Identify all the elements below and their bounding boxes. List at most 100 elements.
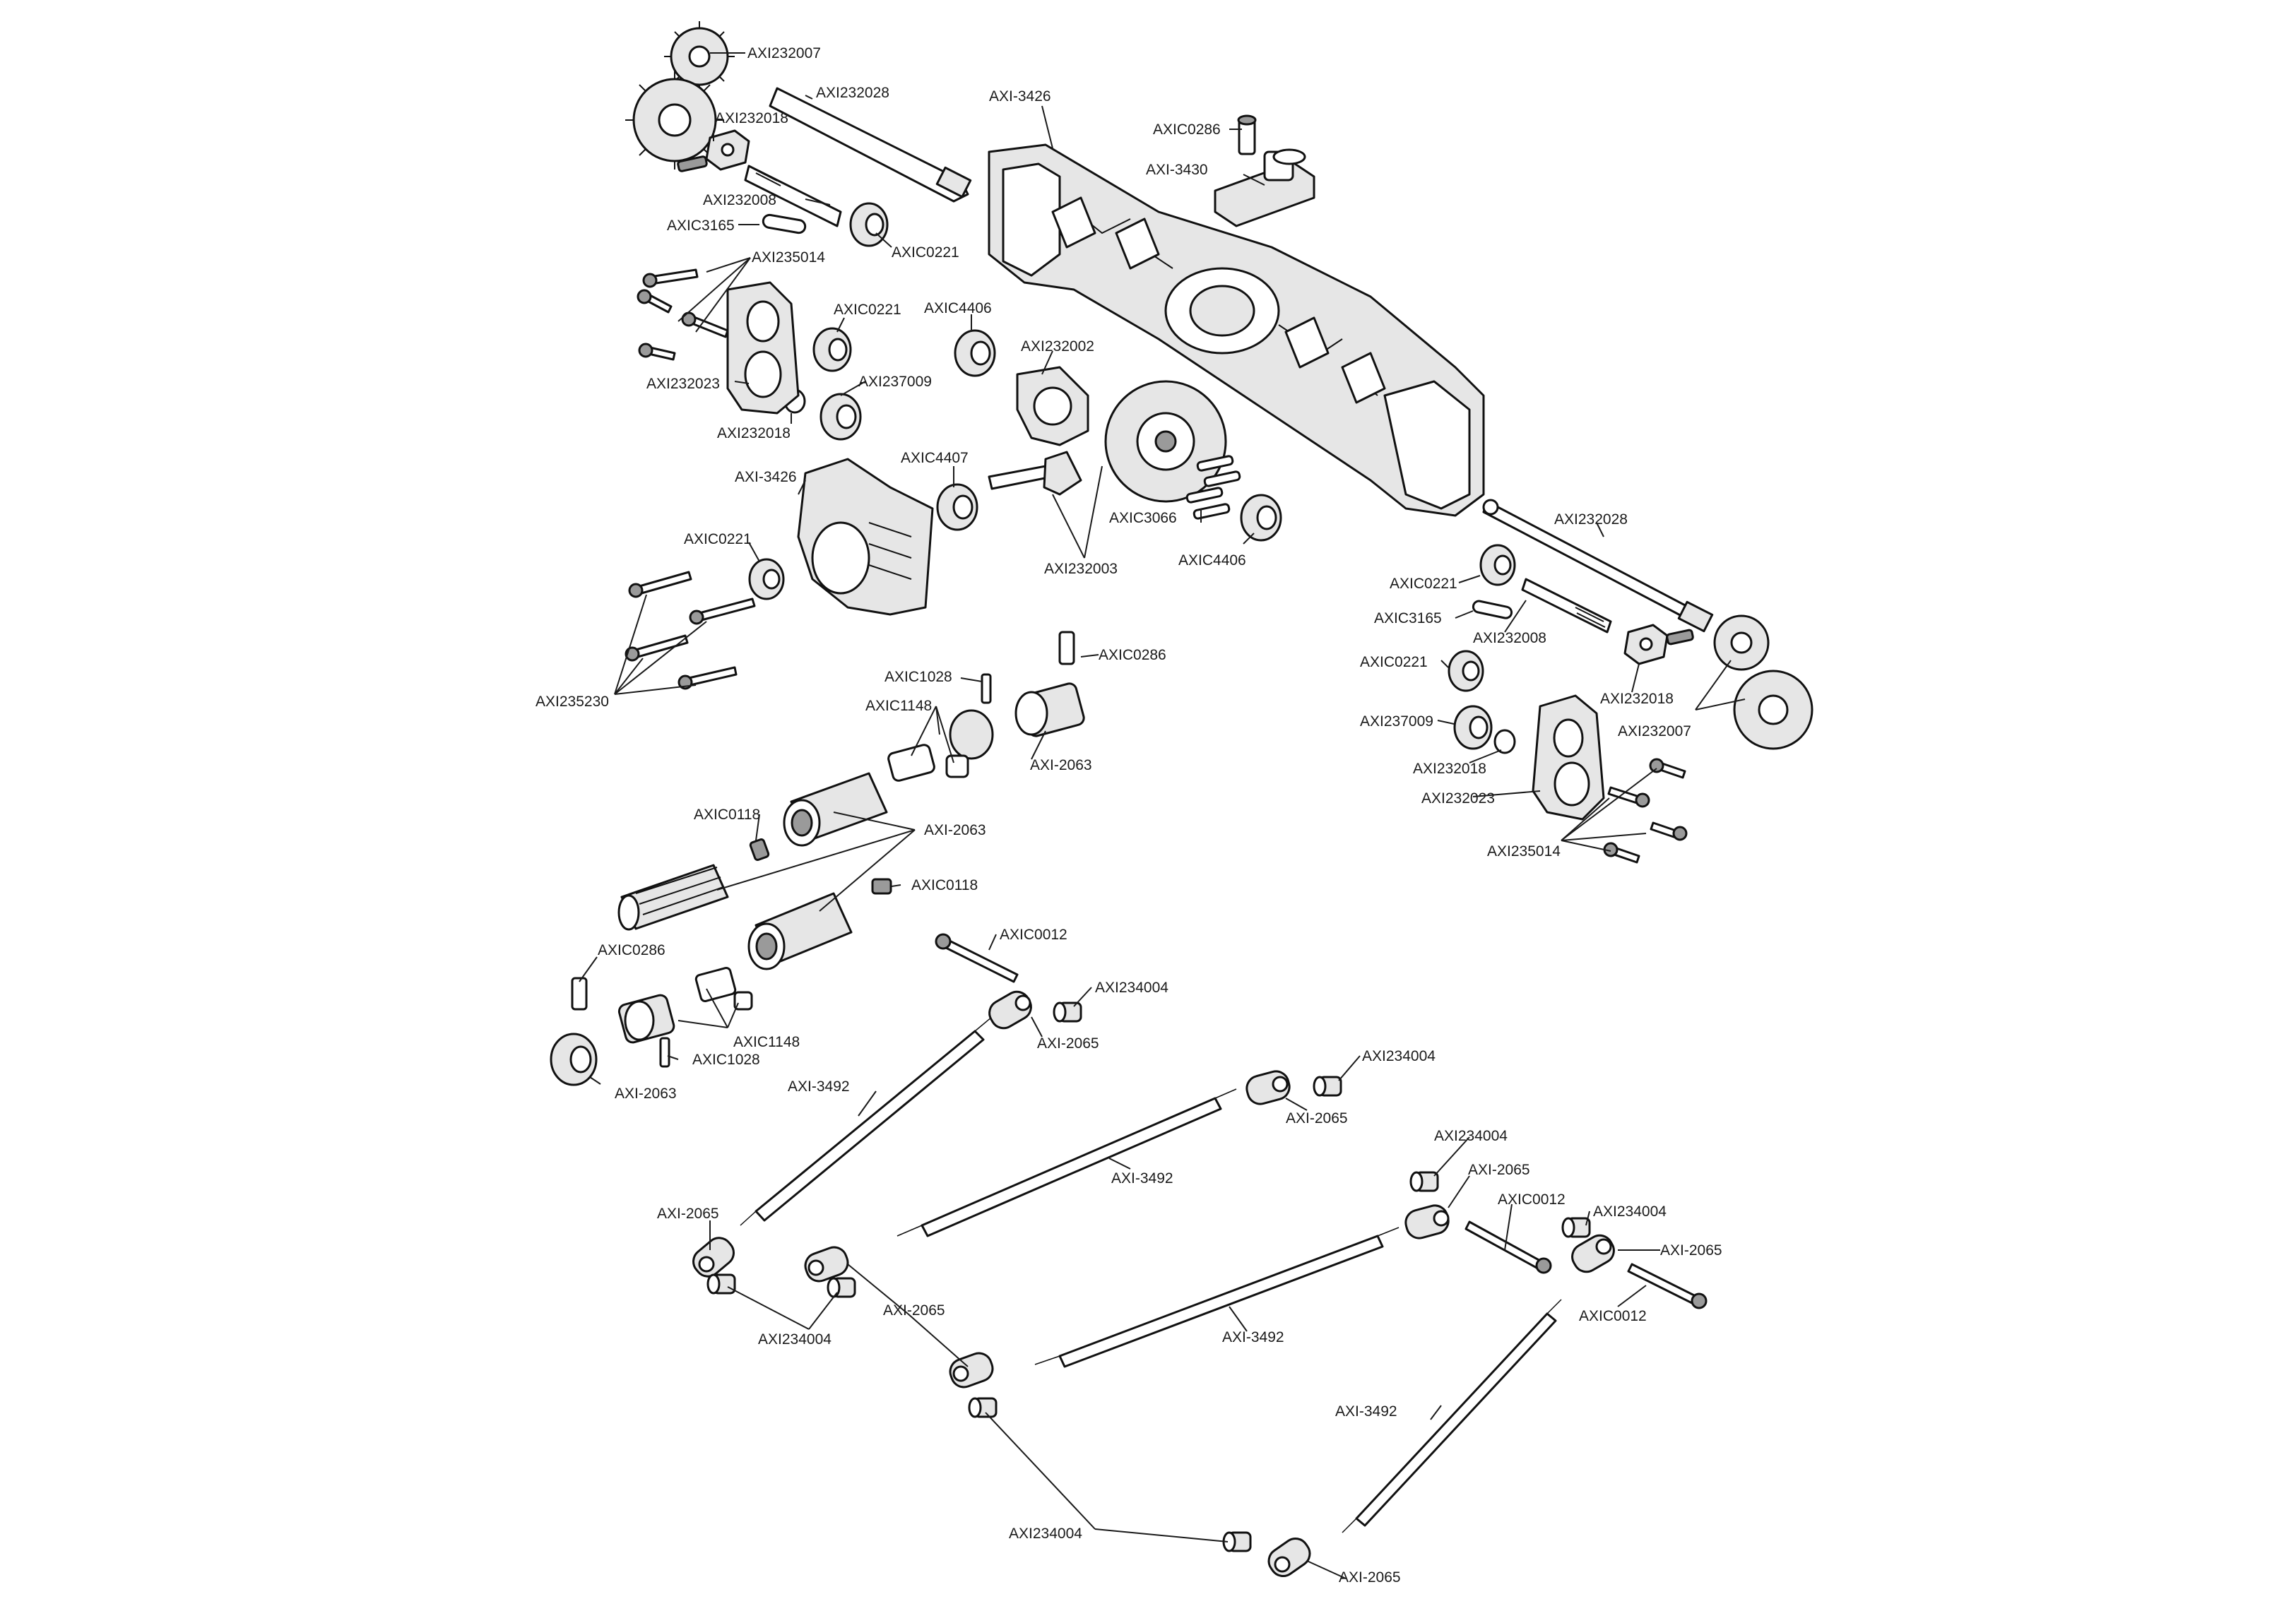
link-2 — [896, 1088, 1237, 1237]
label-l31: AXI237009 — [1360, 713, 1433, 730]
label-l59: AXIC0012 — [1579, 1308, 1647, 1324]
rod-end-6 — [949, 1352, 994, 1389]
label-l22: AXIC0221 — [684, 531, 752, 547]
bolts-long-group — [625, 571, 756, 690]
label-l40: AXI-2063 — [924, 822, 986, 838]
gear-large-right — [1733, 670, 1813, 750]
label-l29: AXIC0221 — [1360, 654, 1428, 670]
part-labels: AXI232007 AXI232028 AXI232018 AXI-3426 A… — [535, 45, 1722, 1586]
rod-end-2 — [1245, 1070, 1291, 1105]
label-l45: AXI-2063 — [615, 1086, 677, 1102]
label-l30: AXI232007 — [1618, 723, 1691, 739]
bearing-9 — [1448, 650, 1484, 692]
bearing-4 — [819, 393, 862, 441]
label-l61: AXI234004 — [758, 1331, 832, 1348]
pinion — [988, 451, 1082, 496]
coupler-bottom — [550, 1033, 598, 1086]
screw-top — [1237, 114, 1257, 155]
label-l42: AXIC0286 — [598, 942, 665, 958]
bushing-6 — [827, 1277, 856, 1298]
label-l7: AXI232008 — [703, 192, 776, 208]
label-l62: AXI-3492 — [1222, 1329, 1284, 1345]
driveshaft-yoke-bottom — [571, 967, 753, 1068]
bushing-4 — [1561, 1217, 1591, 1238]
bearing-2 — [812, 327, 852, 372]
driveshaft-tube-upper — [783, 772, 888, 847]
label-l44: AXIC1028 — [692, 1052, 760, 1068]
rod-end-3 — [692, 1237, 735, 1278]
label-l34: AXI235014 — [1487, 843, 1561, 860]
bushing-3 — [1409, 1171, 1439, 1192]
bolt-long-2 — [1464, 1220, 1552, 1274]
bushing-5 — [706, 1273, 736, 1295]
rod-end-7 — [1571, 1234, 1615, 1273]
label-l51: AXI-2065 — [1286, 1110, 1348, 1126]
washer-2 — [1493, 729, 1516, 754]
rod-end-8 — [1267, 1537, 1311, 1578]
driveshaft-yoke-top — [981, 631, 1085, 737]
differential — [1016, 366, 1227, 503]
rod-end-1 — [988, 990, 1032, 1030]
label-l63: AXI-3492 — [1335, 1403, 1397, 1420]
label-l23: AXI235230 — [535, 694, 609, 710]
bearing-3 — [954, 329, 996, 377]
rod-end-4 — [804, 1246, 849, 1283]
label-l56: AXI234004 — [1593, 1203, 1667, 1220]
label-l65: AXI-2065 — [1339, 1569, 1401, 1586]
label-l38: AXI-2063 — [1030, 757, 1092, 773]
label-l57: AXI-2065 — [657, 1206, 719, 1222]
bearing-10 — [1453, 705, 1493, 750]
label-l26: AXIC3165 — [1374, 610, 1442, 626]
label-l1: AXI232007 — [747, 45, 821, 61]
bolt-long-3 — [1627, 1263, 1708, 1309]
label-l49: AXI-3492 — [788, 1078, 850, 1095]
label-l24: AXI232028 — [1554, 511, 1628, 528]
bearing-8 — [1479, 544, 1516, 586]
label-l36: AXIC0286 — [1099, 647, 1166, 663]
gear-cover-right — [1532, 694, 1605, 821]
part-drawings — [550, 21, 1813, 1578]
label-l17: AXI-3426 — [735, 469, 797, 485]
set-screw-1 — [749, 838, 770, 862]
label-l2: AXI232028 — [816, 85, 889, 101]
set-screw-2 — [871, 878, 892, 895]
label-l64: AXI234004 — [1009, 1526, 1082, 1542]
axle-shaft-right — [1482, 499, 1714, 633]
label-l54: AXI-2065 — [1468, 1162, 1530, 1178]
stub-axle-right — [1521, 578, 1612, 634]
leader-lines — [579, 52, 1746, 1579]
label-l55: AXIC0012 — [1498, 1191, 1566, 1208]
label-l18: AXIC4407 — [901, 450, 969, 466]
label-l13: AXI232002 — [1021, 338, 1094, 355]
rod-end-5 — [1404, 1204, 1450, 1239]
label-l46: AXIC0012 — [1000, 927, 1067, 943]
bearing-5 — [936, 483, 978, 531]
driveshaft-tube-lower — [747, 892, 853, 970]
pin-right — [1472, 600, 1513, 619]
bearing-6 — [1240, 494, 1282, 542]
label-l15: AXI237009 — [858, 374, 932, 390]
link-3 — [1034, 1227, 1400, 1368]
link-4 — [1342, 1299, 1562, 1533]
label-l43: AXIC1148 — [733, 1034, 800, 1050]
hex-hub-top — [677, 129, 750, 172]
label-l35: AXIC1028 — [884, 669, 952, 685]
label-l58: AXI-2065 — [1660, 1242, 1722, 1259]
label-l10: AXI235014 — [752, 249, 825, 266]
screws-center — [1185, 455, 1241, 520]
label-l39: AXIC0118 — [694, 807, 760, 823]
center-section — [797, 458, 934, 616]
label-l33: AXI232023 — [1421, 790, 1495, 807]
label-l47: AXI234004 — [1095, 980, 1168, 996]
bolts-left-group — [637, 268, 729, 361]
label-l52: AXI-3492 — [1111, 1170, 1173, 1187]
bolts-right-group — [1603, 758, 1688, 864]
hex-hub-right — [1623, 624, 1694, 665]
label-l25: AXIC0221 — [1390, 576, 1457, 592]
pin-top — [762, 213, 807, 234]
label-l28: AXI232018 — [1600, 691, 1674, 707]
label-l6: AXI-3430 — [1146, 162, 1208, 178]
bearing-1 — [849, 202, 889, 247]
bushing-1 — [1053, 1001, 1082, 1023]
